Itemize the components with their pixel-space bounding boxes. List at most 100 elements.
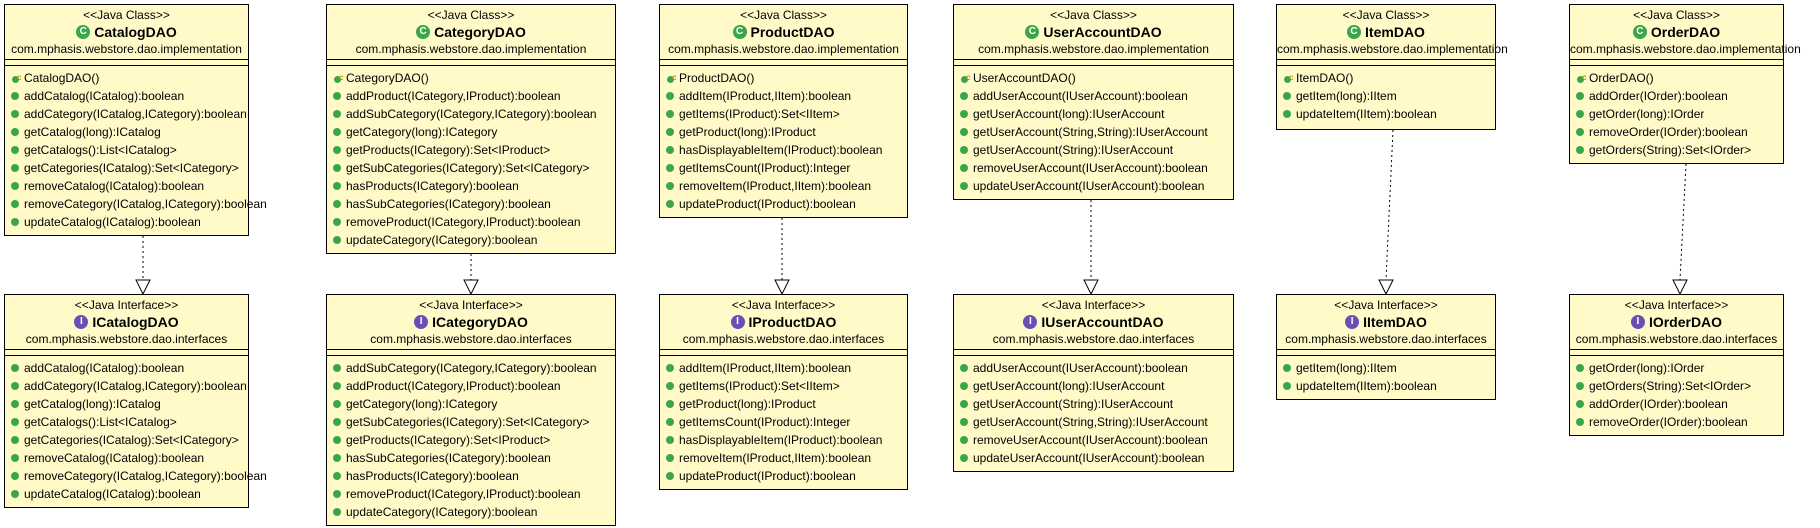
package-name: com.mphasis.webstore.dao.interfaces	[25, 332, 228, 346]
operation-item[interactable]: getUserAccount(long):IUserAccount	[960, 377, 1233, 395]
operation-item[interactable]: updateCategory(ICategory):boolean	[333, 231, 615, 249]
operation-item[interactable]: getUserAccount(long):IUserAccount	[960, 105, 1233, 123]
operation-item[interactable]: getItem(long):IItem	[1283, 87, 1495, 105]
operation-item[interactable]: hasSubCategories(ICategory):boolean	[333, 195, 615, 213]
public-method-icon	[11, 418, 19, 426]
operation-item[interactable]: hasProducts(ICategory):boolean	[333, 467, 615, 485]
operation-item[interactable]: getCatalog(long):ICatalog	[11, 123, 248, 141]
operation-item[interactable]: updateItem(IItem):boolean	[1283, 105, 1495, 123]
operation-item[interactable]: addOrder(IOrder):boolean	[1576, 87, 1783, 105]
operation-item[interactable]: removeUserAccount(IUserAccount):boolean	[960, 159, 1233, 177]
operation-item[interactable]: updateCatalog(ICatalog):boolean	[11, 485, 248, 503]
operation-item[interactable]: getCatalogs():List<ICatalog>	[11, 413, 248, 431]
operation-item[interactable]: removeOrder(IOrder):boolean	[1576, 123, 1783, 141]
operation-item[interactable]: getItems(IProduct):Set<IItem>	[666, 105, 907, 123]
package-name: com.mphasis.webstore.dao.interfaces	[1575, 332, 1778, 346]
operation-item[interactable]: getUserAccount(String,String):IUserAccou…	[960, 123, 1233, 141]
operation-item[interactable]: getOrder(long):IOrder	[1576, 105, 1783, 123]
operation-item[interactable]: addCatalog(ICatalog):boolean	[11, 359, 248, 377]
operation-item[interactable]: addItem(IProduct,IItem):boolean	[666, 359, 907, 377]
operation-item[interactable]: removeUserAccount(IUserAccount):boolean	[960, 431, 1233, 449]
public-method-icon	[1576, 382, 1584, 390]
divider	[1570, 59, 1783, 60]
operation-item[interactable]: UserAccountDAO()	[960, 69, 1233, 87]
operation-item[interactable]: updateUserAccount(IUserAccount):boolean	[960, 177, 1233, 195]
operation-item[interactable]: hasDisplayableItem(IProduct):boolean	[666, 431, 907, 449]
operation-item[interactable]: getSubCategories(ICategory):Set<ICategor…	[333, 413, 615, 431]
operation-item[interactable]: removeCatalog(ICatalog):boolean	[11, 449, 248, 467]
operation-item[interactable]: getUserAccount(String,String):IUserAccou…	[960, 413, 1233, 431]
public-method-icon	[666, 382, 674, 390]
operation-item[interactable]: ProductDAO()	[666, 69, 907, 87]
operation-item[interactable]: ItemDAO()	[1283, 69, 1495, 87]
operation-item[interactable]: updateUserAccount(IUserAccount):boolean	[960, 449, 1233, 467]
operation-item[interactable]: getCategory(long):ICategory	[333, 395, 615, 413]
operation-item[interactable]: getCategories(ICatalog):Set<ICategory>	[11, 159, 248, 177]
operation-item[interactable]: hasProducts(ICategory):boolean	[333, 177, 615, 195]
operation-item[interactable]: getProduct(long):IProduct	[666, 395, 907, 413]
operation-item[interactable]: getItemsCount(IProduct):Integer	[666, 159, 907, 177]
operation-item[interactable]: updateCategory(ICategory):boolean	[333, 503, 615, 521]
operation-signature: updateItem(IItem):boolean	[1296, 379, 1437, 393]
operation-item[interactable]: removeItem(IProduct,IItem):boolean	[666, 449, 907, 467]
operation-item[interactable]: removeCategory(ICatalog,ICategory):boole…	[11, 467, 267, 485]
operation-item[interactable]: updateItem(IItem):boolean	[1283, 377, 1495, 395]
operation-item[interactable]: getProducts(ICategory):Set<IProduct>	[333, 431, 615, 449]
operation-item[interactable]: updateCatalog(ICatalog):boolean	[11, 213, 248, 231]
operation-item[interactable]: addCatalog(ICatalog):boolean	[11, 87, 248, 105]
operation-item[interactable]: getItemsCount(IProduct):Integer	[666, 413, 907, 431]
operation-item[interactable]: updateProduct(IProduct):boolean	[666, 195, 907, 213]
operation-item[interactable]: addCategory(ICatalog,ICategory):boolean	[11, 105, 248, 123]
operation-item[interactable]: addProduct(ICategory,IProduct):boolean	[333, 377, 615, 395]
type-name: UserAccountDAO	[1043, 24, 1162, 40]
operation-item[interactable]: getCategory(long):ICategory	[333, 123, 615, 141]
operation-item[interactable]: updateProduct(IProduct):boolean	[666, 467, 907, 485]
operation-item[interactable]: removeProduct(ICategory,IProduct):boolea…	[333, 213, 615, 231]
operation-item[interactable]: getOrders(String):Set<IOrder>	[1576, 377, 1783, 395]
operation-item[interactable]: getCatalogs():List<ICatalog>	[11, 141, 248, 159]
operation-item[interactable]: getOrders(String):Set<IOrder>	[1576, 141, 1783, 159]
operation-item[interactable]: addOrder(IOrder):boolean	[1576, 395, 1783, 413]
operation-item[interactable]: removeProduct(ICategory,IProduct):boolea…	[333, 485, 615, 503]
operation-item[interactable]: addProduct(ICategory,IProduct):boolean	[333, 87, 615, 105]
operation-item[interactable]: addSubCategory(ICategory,ICategory):bool…	[333, 105, 615, 123]
operation-item[interactable]: getSubCategories(ICategory):Set<ICategor…	[333, 159, 615, 177]
operation-item[interactable]: addUserAccount(IUserAccount):boolean	[960, 87, 1233, 105]
operation-item[interactable]: removeOrder(IOrder):boolean	[1576, 413, 1783, 431]
operation-item[interactable]: CatalogDAO()	[11, 69, 248, 87]
operation-item[interactable]: getUserAccount(String):IUserAccount	[960, 395, 1233, 413]
operation-item[interactable]: getCatalog(long):ICatalog	[11, 395, 248, 413]
operation-item[interactable]: addUserAccount(IUserAccount):boolean	[960, 359, 1233, 377]
operation-item[interactable]: addSubCategory(ICategory,ICategory):bool…	[333, 359, 615, 377]
operation-item[interactable]: getItems(IProduct):Set<IItem>	[666, 377, 907, 395]
operation-item[interactable]: getOrder(long):IOrder	[1576, 359, 1783, 377]
operation-item[interactable]: addCategory(ICatalog,ICategory):boolean	[11, 377, 248, 395]
operation-item[interactable]: getProducts(ICategory):Set<IProduct>	[333, 141, 615, 159]
operation-item[interactable]: getItem(long):IItem	[1283, 359, 1495, 377]
operation-item[interactable]: getCategories(ICatalog):Set<ICategory>	[11, 431, 248, 449]
operation-item[interactable]: getUserAccount(String):IUserAccount	[960, 141, 1233, 159]
operation-item[interactable]: removeCategory(ICatalog,ICategory):boole…	[11, 195, 267, 213]
operation-item[interactable]: removeItem(IProduct,IItem):boolean	[666, 177, 907, 195]
operation-item[interactable]: OrderDAO()	[1576, 69, 1783, 87]
public-method-icon	[960, 400, 968, 408]
operation-item[interactable]: removeCatalog(ICatalog):boolean	[11, 177, 248, 195]
operation-item[interactable]: hasDisplayableItem(IProduct):boolean	[666, 141, 907, 159]
operation-item[interactable]: addItem(IProduct,IItem):boolean	[666, 87, 907, 105]
operation-item[interactable]: getProduct(long):IProduct	[666, 123, 907, 141]
operation-item[interactable]: CategoryDAO()	[333, 69, 615, 87]
operation-item[interactable]: hasSubCategories(ICategory):boolean	[333, 449, 615, 467]
